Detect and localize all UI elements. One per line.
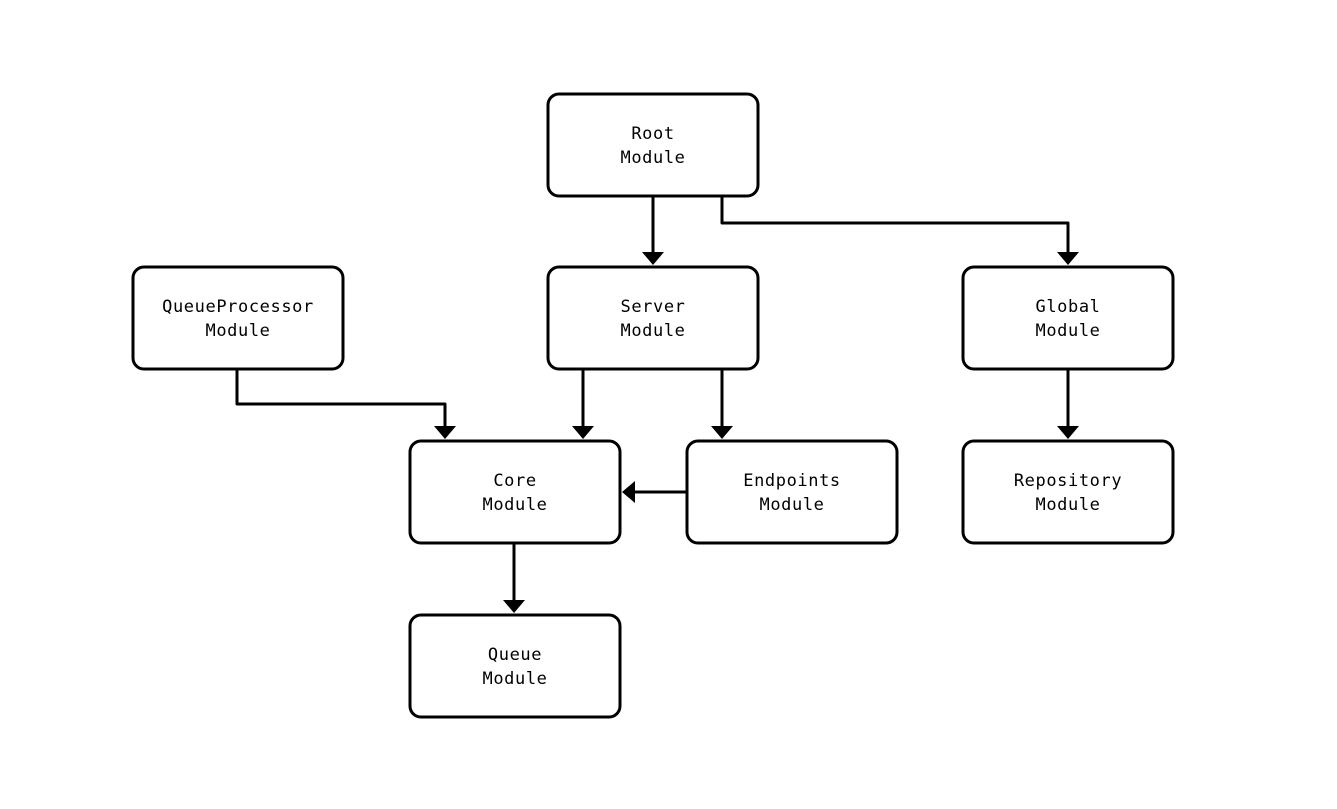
node-label-line1: Server [620, 297, 685, 317]
node-label-line1: Repository [1014, 471, 1122, 491]
node-label-line2: Module [482, 495, 547, 515]
arrow-head-icon [622, 481, 635, 503]
node-box[interactable] [546, 92, 760, 198]
node-label-line1: Root [631, 124, 674, 144]
node-box[interactable] [685, 439, 899, 545]
edge-line [235, 369, 447, 429]
node-label-line2: Module [620, 321, 685, 341]
node-box[interactable] [546, 265, 760, 371]
edge-root-to-global [720, 196, 1079, 265]
node-label-line1: Endpoints [743, 471, 841, 491]
arrow-head-icon [572, 426, 594, 439]
node-label-line1: Global [1035, 297, 1100, 317]
node-label-line2: Module [1035, 495, 1100, 515]
node-label-line2: Module [759, 495, 824, 515]
node-label-line1: Queue [488, 645, 542, 665]
arrow-head-icon [642, 252, 664, 265]
edge-queueprocessor-to-core [235, 369, 456, 439]
edge-server-to-core [572, 369, 594, 439]
edges-layer [235, 196, 1079, 613]
node-label-line1: Core [493, 471, 536, 491]
node-box[interactable] [408, 439, 622, 545]
edge-global-to-repository [1057, 369, 1079, 439]
node-label-line2: Module [482, 669, 547, 689]
nodes-layer: RootModuleQueueProcessorModuleServerModu… [131, 92, 1175, 719]
edge-endpoints-to-core [622, 481, 687, 503]
node-box[interactable] [961, 265, 1175, 371]
node-box[interactable] [131, 265, 345, 371]
edge-core-to-queue [503, 543, 525, 613]
edge-line [720, 196, 1070, 255]
edge-root-to-server [642, 196, 664, 265]
node-box[interactable] [408, 613, 622, 719]
arrow-head-icon [503, 600, 525, 613]
node-label-line1: QueueProcessor [162, 297, 314, 317]
node-label-line2: Module [205, 321, 270, 341]
arrow-head-icon [1057, 252, 1079, 265]
edge-server-to-endpoints [711, 369, 733, 439]
node-box[interactable] [961, 439, 1175, 545]
arrow-head-icon [711, 426, 733, 439]
node-label-line2: Module [620, 148, 685, 168]
arrow-head-icon [434, 426, 456, 439]
node-label-line2: Module [1035, 321, 1100, 341]
arrow-head-icon [1057, 426, 1079, 439]
